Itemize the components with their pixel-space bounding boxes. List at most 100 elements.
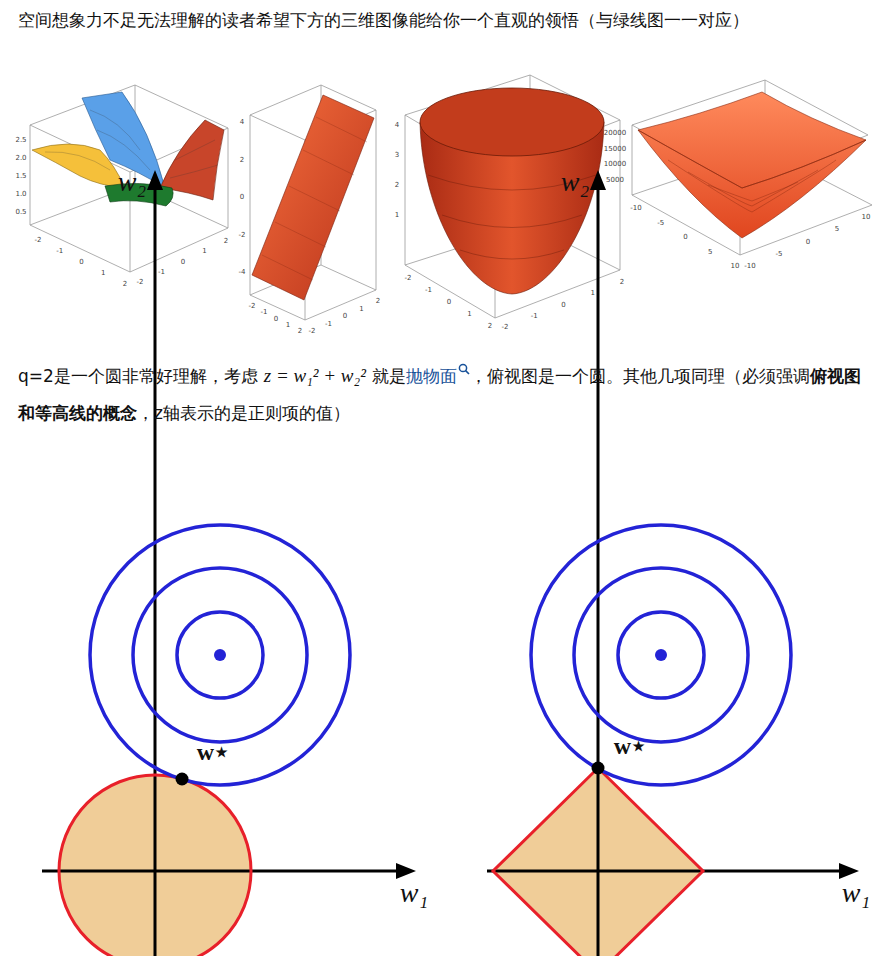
axis-tick-label: 1 — [395, 211, 399, 219]
paragraph: q=2是一个圆非常好理解，考虑 z = w₁² + w₂² 就是抛物面 ，俯视图是一个… — [18, 357, 868, 432]
axis-line — [487, 870, 843, 873]
contour-circle — [531, 525, 791, 785]
axis-tick-label: 0 — [274, 315, 278, 323]
axis-tick-label: -10 — [630, 204, 641, 212]
axis-tick-label: -1 — [425, 286, 432, 294]
axis-tick-label: 2 — [123, 280, 127, 288]
link-text: 抛物面 — [406, 366, 457, 386]
contour-circle — [90, 525, 350, 785]
axis-tick-label: 20000 — [604, 129, 626, 137]
axis-tick-label: 4 — [240, 118, 244, 126]
axis-tick-label: 1.0 — [15, 190, 26, 198]
axis-label: w₁ — [842, 877, 870, 909]
axis-tick-label: -2 — [309, 327, 316, 335]
axis-tick-label: 5 — [835, 225, 839, 233]
axis-tick-label: 2 — [224, 237, 228, 245]
axis-tick-label: -5 — [657, 219, 664, 227]
optimum-dot — [655, 649, 667, 661]
axis-tick-label: -2 — [35, 236, 42, 244]
axis-tick-label: 1 — [467, 310, 471, 318]
axis-tick-label: 2 — [376, 297, 380, 305]
axis-tick-label: -1 — [56, 247, 63, 255]
paragraph-text: ，z轴表示的是正则项的值） — [137, 403, 350, 423]
contour-circle — [133, 568, 307, 742]
axis-tick-label: 2 — [240, 156, 244, 164]
axis-tick-label: 5000 — [606, 176, 624, 184]
axis-tick-label: 0 — [181, 258, 185, 266]
solution-point — [176, 773, 189, 786]
tilted-plane — [252, 95, 374, 300]
square-bowl — [638, 92, 866, 238]
point-label: w⋆ — [197, 738, 229, 766]
optimum-dot — [214, 649, 226, 661]
arrowhead — [590, 170, 606, 190]
axis-tick-label: 2.0 — [15, 154, 26, 162]
axis-tick-label: -1 — [325, 320, 332, 328]
axis-tick-label: 1.5 — [15, 172, 26, 180]
l1-boundary — [493, 768, 703, 956]
axis-tick-label: -2 — [137, 278, 144, 286]
axis-line — [154, 186, 157, 956]
axis-label: w₂ — [118, 166, 146, 198]
axis-tick-label: 0 — [447, 298, 451, 306]
arrowhead — [147, 170, 163, 190]
axis-tick-label: 2 — [298, 327, 302, 335]
axis-tick-label: -1 — [531, 312, 538, 320]
point-label: w⋆ — [614, 732, 646, 760]
contour-circle — [177, 612, 263, 698]
plot-box — [30, 85, 228, 272]
axis-tick-label: 0 — [240, 193, 244, 201]
axis-tick-label: 1 — [591, 289, 595, 297]
axis-tick-label: -10 — [744, 262, 755, 270]
plot-box — [405, 75, 620, 318]
axis-tick-label: 2.5 — [15, 136, 26, 144]
plot-box — [632, 80, 872, 255]
axis-tick-label: 1 — [286, 321, 290, 329]
axis-tick-label: 10 — [862, 213, 871, 221]
axis-tick-label: 5 — [708, 248, 712, 256]
axis-tick-label: 0 — [561, 301, 565, 309]
axis-tick-label: -1 — [261, 308, 268, 316]
axis-tick-label: -4 — [239, 268, 246, 276]
paragraph-text: q=2是一个圆非常好理解，考虑 — [18, 366, 258, 386]
paragraph-text: 就是 — [372, 366, 406, 386]
axis-line — [42, 870, 400, 873]
axis-tick-label: 10 — [731, 262, 740, 270]
axis-tick-label: -2 — [249, 302, 256, 310]
axis-tick-label: 2 — [488, 322, 492, 330]
axis-tick-label: 2 — [620, 278, 624, 286]
paraboloid-rim — [420, 88, 604, 156]
axis-tick-label: 4 — [395, 121, 399, 129]
solution-point — [592, 762, 605, 775]
axis-tick-label: -2 — [502, 323, 509, 331]
plot-box — [250, 85, 376, 320]
contour-circle — [574, 568, 748, 742]
axis-tick-label: -2 — [405, 274, 412, 282]
axis-tick-label: 0 — [806, 238, 810, 246]
axis-tick-label: 15000 — [604, 145, 626, 153]
plane-contours — [262, 117, 367, 280]
axis-tick-label: 0 — [683, 233, 687, 241]
search-icon — [458, 363, 470, 375]
l2-boundary — [59, 775, 251, 956]
axis-tick-label: -2 — [239, 231, 246, 239]
bowl-contours — [668, 160, 836, 212]
axis-tick-label: 2 — [395, 181, 399, 189]
axis-tick-label: 1 — [202, 247, 206, 255]
axis-tick-label: 10000 — [604, 160, 626, 168]
axis-tick-label: -1 — [158, 268, 165, 276]
heading-text: 空间想象力不足无法理解的读者希望下方的三维图像能给你一个直观的领悟（与绿线图一一… — [18, 8, 749, 32]
search-icon-handle — [465, 371, 468, 374]
axis-label: w₁ — [400, 877, 428, 909]
axis-tick-label: 1 — [101, 269, 105, 277]
axis-tick-label: 1 — [359, 305, 363, 313]
paragraph-text: ，俯视图是一个圆。其他几项同理（必须强调 — [470, 366, 810, 386]
axis-tick-label: 0 — [343, 312, 347, 320]
axis-line — [597, 186, 600, 956]
axis-tick-label: 3 — [395, 151, 399, 159]
axis-tick-label: 0 — [79, 258, 83, 266]
axis-label: w₂ — [561, 166, 589, 198]
axis-tick-label: 0.5 — [15, 208, 26, 216]
formula-text: z = w₁² + w₂² — [264, 365, 366, 386]
